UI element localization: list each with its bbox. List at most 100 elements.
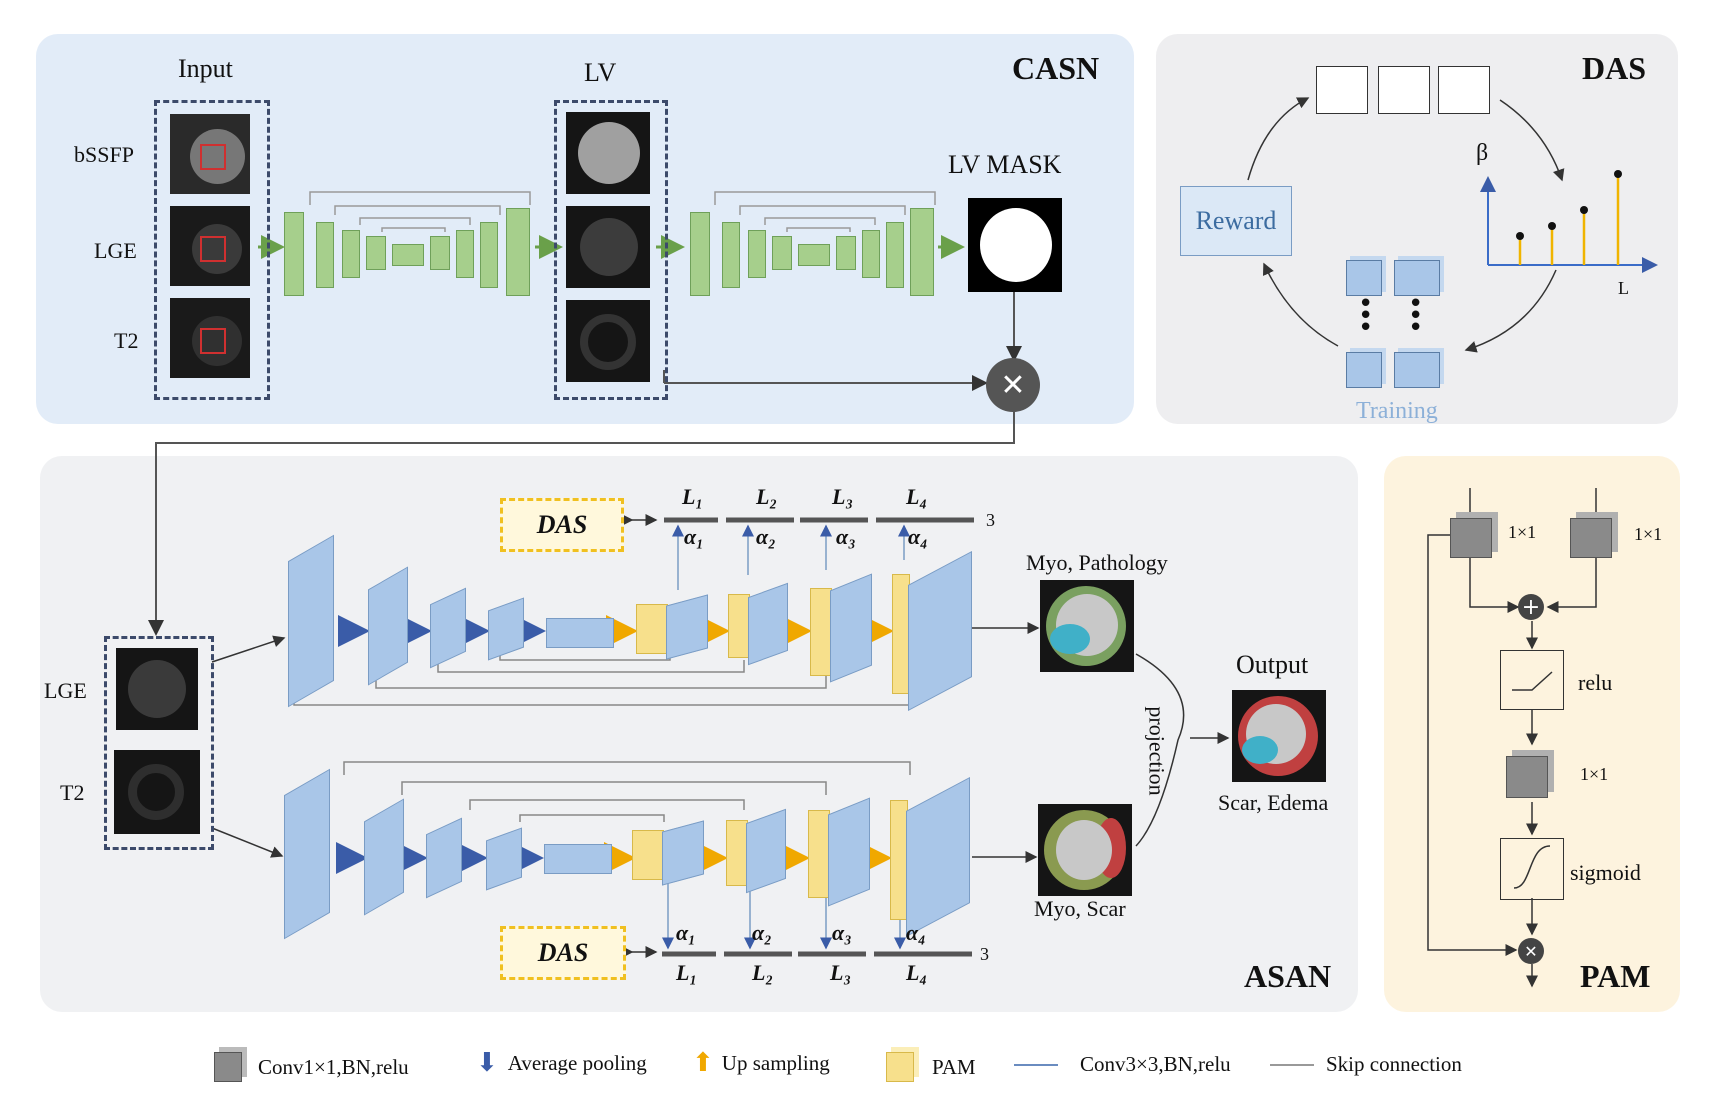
casn-title: CASN <box>1012 50 1100 86</box>
lv-images-group <box>554 100 668 400</box>
bot-alpha-4: α₄ <box>906 920 926 945</box>
unet2-dec-4 <box>910 208 934 296</box>
unet2-enc-4 <box>772 236 792 270</box>
unet2-enc-1 <box>690 212 710 296</box>
unet2-dec-2 <box>862 230 880 278</box>
top-loss-1: L₁ <box>682 484 704 509</box>
bot-loss-2: L₂ <box>752 960 774 985</box>
reward-plot-step <box>1378 66 1430 114</box>
top-output-label: Myo, Pathology <box>1026 550 1168 575</box>
pam-conv-mid-label: 1×1 <box>1580 764 1609 784</box>
lv-mask-image <box>968 198 1062 292</box>
bot-loss-count: 3 <box>980 944 989 964</box>
top-bottleneck <box>546 618 614 648</box>
sigmoid-box <box>1500 838 1564 900</box>
training-cube-1 <box>1346 260 1382 296</box>
top-loss-count: 3 <box>986 510 995 530</box>
legend-avg-pooling-label: Average pooling <box>507 1050 647 1075</box>
legend-skip: Skip connection <box>1270 1052 1462 1077</box>
legend-pam-label: PAM <box>932 1054 976 1079</box>
unet1-dec-2 <box>456 230 474 278</box>
top-pam-2 <box>728 594 750 658</box>
reward-box: Reward <box>1180 186 1292 256</box>
training-cube-4 <box>1394 352 1440 388</box>
beta-label: β <box>1476 140 1489 166</box>
unet1-dec-3 <box>480 222 498 288</box>
pam-conv-left-label: 1×1 <box>1508 522 1537 542</box>
bot-pam-1 <box>632 830 664 880</box>
bot-pam-2 <box>726 820 748 886</box>
training-cube-3 <box>1346 352 1382 388</box>
up-arrow-icon: ⬆ <box>692 1048 714 1078</box>
unet1-enc-2 <box>316 222 334 288</box>
input-label: Input <box>178 54 233 83</box>
output-label: Scar, Edema <box>1218 790 1329 815</box>
unet1-dec-4 <box>506 208 530 296</box>
training-cube-2 <box>1394 260 1440 296</box>
add-icon: + <box>1518 594 1544 620</box>
input-images-group <box>154 100 270 400</box>
pam-multiply-icon: ✕ <box>1518 938 1544 964</box>
lv-mask-label: LV MASK <box>948 150 1062 179</box>
bot-loss-3: L₃ <box>830 960 852 985</box>
top-alpha-4: α₄ <box>908 524 928 549</box>
training-label: Training <box>1356 398 1438 424</box>
top-output-image <box>1040 580 1134 672</box>
unet2-bottleneck <box>798 244 830 266</box>
legend-skip-label: Skip connection <box>1326 1052 1462 1076</box>
lv-t2-image <box>566 300 650 382</box>
top-alpha-3: α₃ <box>836 524 856 549</box>
lv-lge-image <box>566 206 650 288</box>
lv-label: LV <box>584 58 617 87</box>
gray-arrow-icon <box>1270 1063 1314 1066</box>
legend-conv1x1: Conv1×1,BN,relu <box>214 1052 409 1082</box>
asan-input-lge: LGE <box>44 678 87 703</box>
legend-conv3x3: Conv3×3,BN,relu <box>1014 1052 1231 1077</box>
sigmoid-label: sigmoid <box>1570 860 1641 885</box>
relu-label: relu <box>1578 670 1613 695</box>
asan-lge-image <box>116 648 198 730</box>
bot-alpha-3: α₃ <box>832 920 852 945</box>
unet2-dec-1 <box>836 236 856 270</box>
pam-conv-left-cube <box>1450 518 1492 558</box>
output-title: Output <box>1236 650 1309 679</box>
modality-lge: LGE <box>94 238 137 263</box>
pam-conv-right-label: 1×1 <box>1634 524 1663 544</box>
top-enc-1 <box>288 534 334 708</box>
modality-t2: T2 <box>114 328 139 353</box>
top-dec-1 <box>666 594 708 660</box>
unet2-enc-3 <box>748 230 766 278</box>
legend-conv3x3-label: Conv3×3,BN,relu <box>1080 1052 1231 1076</box>
asan-panel <box>40 456 1358 1012</box>
down-arrow-icon: ⬇ <box>476 1048 498 1078</box>
reward-plot-growth <box>1438 66 1490 114</box>
unet1-bottleneck <box>392 244 424 266</box>
training-ellipsis-1: ••• <box>1358 289 1374 343</box>
unet1-dec-1 <box>430 236 450 270</box>
bottom-output-label: Myo, Scar <box>1034 896 1126 921</box>
bot-dec-3 <box>828 797 870 907</box>
unet1-enc-4 <box>366 236 386 270</box>
das-box-top: DAS <box>500 498 624 552</box>
bot-loss-4: L₄ <box>906 960 928 985</box>
asan-input-t2: T2 <box>60 780 85 805</box>
reward-plot-decay <box>1316 66 1368 114</box>
top-pam-3 <box>810 588 832 676</box>
lv-bssfp-image <box>566 112 650 194</box>
top-alpha-2: α₂ <box>756 524 776 549</box>
legend-avg-pooling: ⬇ Average pooling <box>476 1048 647 1078</box>
asan-title: ASAN <box>1244 958 1332 994</box>
gray-cube-icon <box>214 1052 242 1082</box>
legend-conv1x1-label: Conv1×1,BN,relu <box>258 1054 409 1079</box>
blue-arrow-icon <box>1014 1063 1058 1066</box>
top-loss-4: L₄ <box>906 484 928 509</box>
top-loss-2: L₂ <box>756 484 778 509</box>
bot-bottleneck <box>544 844 612 874</box>
bssfp-image <box>170 114 250 194</box>
bot-alpha-2: α₂ <box>752 920 772 945</box>
pam-conv-mid-cube <box>1506 756 1548 798</box>
legend-upsampling: ⬆ Up sampling <box>692 1048 830 1078</box>
projection-label: projection <box>1144 706 1170 796</box>
asan-t2-image <box>114 750 200 834</box>
